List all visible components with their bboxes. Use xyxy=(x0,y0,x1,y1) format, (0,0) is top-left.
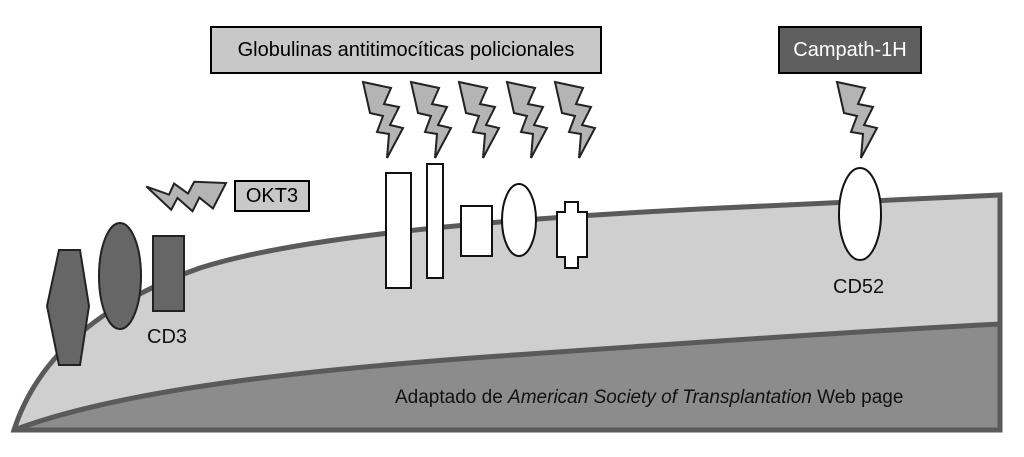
credit-suffix: Web page xyxy=(811,387,904,408)
cd3-label: CD3 xyxy=(147,326,188,348)
lightning-icon xyxy=(410,81,452,159)
hexagon-molecule xyxy=(45,249,91,366)
credit-prefix: Adaptado de xyxy=(395,387,509,408)
okt3-lightning-icon xyxy=(141,162,227,223)
antigen-square xyxy=(460,205,493,257)
cd3-molecule xyxy=(152,235,185,312)
antigen-tall-thin xyxy=(426,163,444,279)
cd52-molecule xyxy=(838,167,882,261)
antigen-oval xyxy=(501,183,537,257)
lightning-icon xyxy=(458,81,500,159)
cd52-label: CD52 xyxy=(833,276,885,298)
source-credit: Adaptado de American Society of Transpla… xyxy=(395,387,903,409)
antigen-tall-left xyxy=(385,172,412,289)
credit-source: American Society of Transplantation xyxy=(508,387,812,408)
okt3-label: OKT3 xyxy=(234,180,310,212)
lightning-icon xyxy=(362,81,404,159)
oval-molecule xyxy=(98,222,142,330)
campath-lightning-icon xyxy=(836,81,878,159)
antigen-cross-shape xyxy=(556,201,588,269)
lightning-icon xyxy=(506,81,548,159)
lightning-icon xyxy=(554,81,596,159)
cell-interior xyxy=(13,321,1003,433)
campath-label: Campath-1H xyxy=(778,26,922,74)
globulins-label: Globulinas antitimocíticas policionales xyxy=(210,26,602,74)
